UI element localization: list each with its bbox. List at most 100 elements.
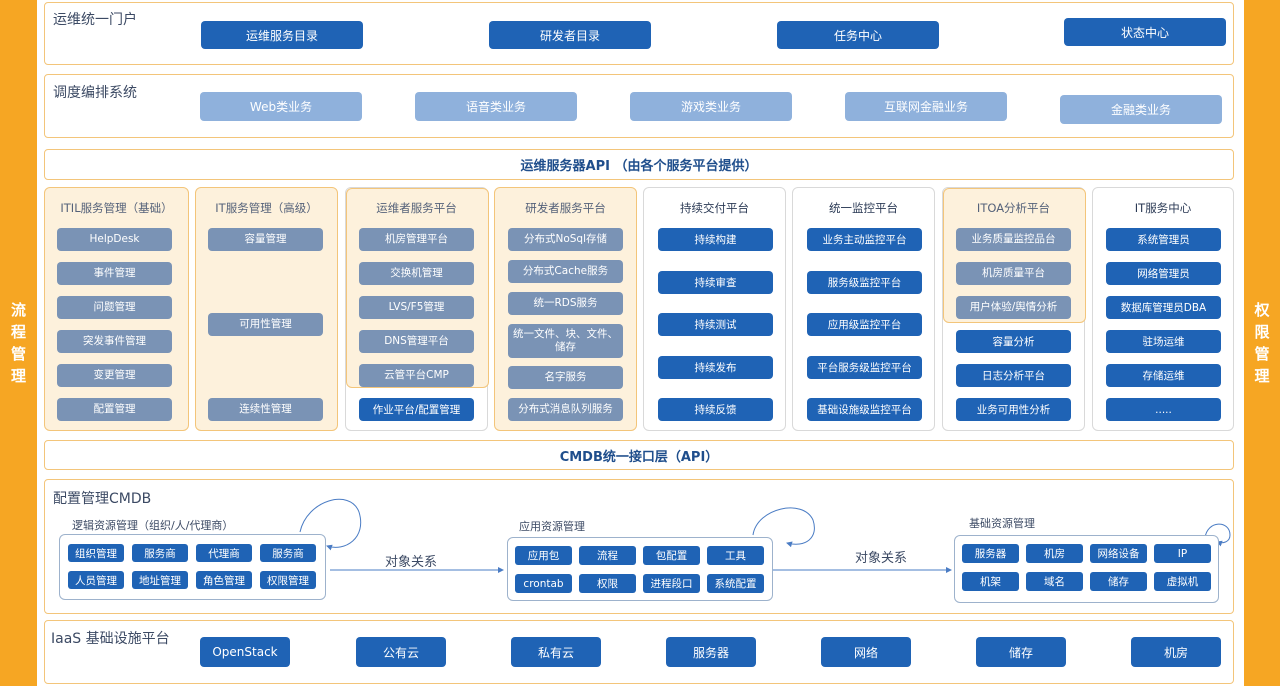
item-continuous-test[interactable]: 持续测试 — [658, 313, 773, 336]
item-nosql-storage[interactable]: 分布式NoSql存储 — [508, 228, 623, 251]
chip-personnel-management[interactable]: 人员管理 — [68, 571, 124, 589]
chip-service-provider[interactable]: 服务商 — [132, 544, 188, 562]
item-emergency-management[interactable]: 突发事件管理 — [57, 330, 172, 353]
portal-button-service-catalog[interactable]: 运维服务目录 — [201, 21, 363, 49]
item-availability-management[interactable]: 可用性管理 — [208, 313, 323, 336]
item-business-monitoring[interactable]: 业务主动监控平台 — [807, 228, 922, 251]
orchestration-button-internet-finance[interactable]: 互联网金融业务 — [845, 92, 1007, 121]
item-problem-management[interactable]: 问题管理 — [57, 296, 172, 319]
chip-network-device[interactable]: 网络设备 — [1090, 544, 1147, 563]
portal-title: 运维统一门户 — [53, 12, 137, 28]
logic-self-loop — [299, 498, 362, 551]
item-log-analysis[interactable]: 日志分析平台 — [956, 364, 1071, 387]
column-itil-basic: ITIL服务管理（基础） HelpDesk 事件管理 问题管理 突发事件管理 变… — [44, 187, 189, 431]
cmdb-title: 配置管理CMDB — [53, 491, 152, 507]
item-platform-monitoring[interactable]: 平台服务级监控平台 — [807, 356, 922, 379]
item-infra-monitoring[interactable]: 基础设施级监控平台 — [807, 398, 922, 421]
item-unified-storage[interactable]: 统一文件、块、文件、储存 — [508, 324, 623, 358]
chip-service-provider-2[interactable]: 服务商 — [260, 544, 316, 562]
chip-permission-management[interactable]: 权限管理 — [260, 571, 316, 589]
item-onsite-ops[interactable]: 驻场运维 — [1106, 330, 1221, 353]
orchestration-button-game[interactable]: 游戏类业务 — [630, 92, 792, 121]
item-storage-ops[interactable]: 存储运维 — [1106, 364, 1221, 387]
item-dns-platform[interactable]: DNS管理平台 — [359, 330, 474, 353]
orchestration-button-web[interactable]: Web类业务 — [200, 92, 362, 121]
item-continuity-management[interactable]: 连续性管理 — [208, 398, 323, 421]
item-rds-service[interactable]: 统一RDS服务 — [508, 292, 623, 315]
item-continuous-release[interactable]: 持续发布 — [658, 356, 773, 379]
app-self-loop — [752, 507, 815, 548]
item-service-monitoring[interactable]: 服务级监控平台 — [807, 271, 922, 294]
chip-process-flow[interactable]: 流程 — [579, 546, 636, 565]
portal-button-task-center[interactable]: 任务中心 — [777, 21, 939, 49]
chip-permissions[interactable]: 权限 — [579, 574, 636, 593]
item-user-experience[interactable]: 用户体验/舆情分析 — [956, 296, 1071, 319]
item-sysadmin[interactable]: 系统管理员 — [1106, 228, 1221, 251]
item-cache-service[interactable]: 分布式Cache服务 — [508, 260, 623, 283]
iaas-button-openstack[interactable]: OpenStack — [200, 637, 290, 667]
chip-tools[interactable]: 工具 — [707, 546, 764, 565]
item-helpdesk[interactable]: HelpDesk — [57, 228, 172, 251]
chip-rack[interactable]: 机架 — [962, 572, 1019, 591]
item-lvs-f5-management[interactable]: LVS/F5管理 — [359, 296, 474, 319]
iaas-button-private-cloud[interactable]: 私有云 — [511, 637, 601, 667]
item-datacenter-platform[interactable]: 机房管理平台 — [359, 228, 474, 251]
chip-server[interactable]: 服务器 — [962, 544, 1019, 563]
iaas-button-datacenter[interactable]: 机房 — [1131, 637, 1221, 667]
cmdb-row: 配置管理CMDB 逻辑资源管理（组织/人/代理商） 组织管理 服务商 代理商 服… — [44, 479, 1234, 614]
chip-datacenter[interactable]: 机房 — [1026, 544, 1083, 563]
chip-storage[interactable]: 储存 — [1090, 572, 1147, 591]
item-cloud-cmp[interactable]: 云管平台CMP — [359, 364, 474, 387]
chip-system-config[interactable]: 系统配置 — [707, 574, 764, 593]
iaas-button-public-cloud[interactable]: 公有云 — [356, 637, 446, 667]
chip-app-package[interactable]: 应用包 — [515, 546, 572, 565]
item-availability-analysis[interactable]: 业务可用性分析 — [956, 398, 1071, 421]
chip-package-config[interactable]: 包配置 — [643, 546, 700, 565]
chip-domain[interactable]: 域名 — [1026, 572, 1083, 591]
item-continuous-review[interactable]: 持续审查 — [658, 271, 773, 294]
chip-virtual-machine[interactable]: 虚拟机 — [1154, 572, 1211, 591]
column-it-advanced: IT服务管理（高级） 容量管理 可用性管理 连续性管理 — [195, 187, 338, 431]
item-netadmin[interactable]: 网络管理员 — [1106, 262, 1221, 285]
chip-agent[interactable]: 代理商 — [196, 544, 252, 562]
iaas-button-server[interactable]: 服务器 — [666, 637, 756, 667]
item-message-queue[interactable]: 分布式消息队列服务 — [508, 398, 623, 421]
column-dev-platform: 研发者服务平台 分布式NoSql存储 分布式Cache服务 统一RDS服务 统一… — [494, 187, 637, 431]
cmdb-api-bar: CMDB统一接口层（API） — [44, 440, 1234, 470]
chip-ip[interactable]: IP — [1154, 544, 1211, 563]
app-group: 应用包 流程 包配置 工具 crontab 权限 进程段口 系统配置 — [507, 537, 773, 601]
item-change-management[interactable]: 变更管理 — [57, 364, 172, 387]
iaas-row: IaaS 基础设施平台 OpenStack 公有云 私有云 服务器 网络 储存 … — [44, 620, 1234, 684]
item-business-quality[interactable]: 业务质量监控品台 — [956, 228, 1071, 251]
item-datacenter-quality[interactable]: 机房质量平台 — [956, 262, 1071, 285]
chip-crontab[interactable]: crontab — [515, 574, 572, 593]
item-capacity-management[interactable]: 容量管理 — [208, 228, 323, 251]
chip-org-management[interactable]: 组织管理 — [68, 544, 124, 562]
column-title: 运维者服务平台 — [376, 201, 457, 215]
item-continuous-feedback[interactable]: 持续反馈 — [658, 398, 773, 421]
item-more[interactable]: ..... — [1106, 398, 1221, 421]
ops-platform-highlight — [346, 188, 489, 388]
process-management-bar: 流程管理 — [0, 0, 37, 686]
ops-api-bar: 运维服务器API （由各个服务平台提供） — [44, 149, 1234, 180]
item-dba[interactable]: 数据库管理员DBA — [1106, 296, 1221, 319]
column-title: IT服务管理（高级） — [215, 201, 318, 215]
orchestration-button-finance[interactable]: 金融类业务 — [1060, 95, 1222, 124]
chip-process-port[interactable]: 进程段口 — [643, 574, 700, 593]
item-switch-management[interactable]: 交换机管理 — [359, 262, 474, 285]
item-configuration-management[interactable]: 配置管理 — [57, 398, 172, 421]
item-capacity-analysis[interactable]: 容量分析 — [956, 330, 1071, 353]
portal-button-developer-catalog[interactable]: 研发者目录 — [489, 21, 651, 49]
item-continuous-build[interactable]: 持续构建 — [658, 228, 773, 251]
item-app-monitoring[interactable]: 应用级监控平台 — [807, 313, 922, 336]
iaas-button-network[interactable]: 网络 — [821, 637, 911, 667]
item-job-config-platform[interactable]: 作业平台/配置管理 — [359, 398, 474, 421]
portal-button-status-center[interactable]: 状态中心 — [1064, 18, 1226, 46]
item-incident-management[interactable]: 事件管理 — [57, 262, 172, 285]
chip-role-management[interactable]: 角色管理 — [196, 571, 252, 589]
iaas-button-storage[interactable]: 储存 — [976, 637, 1066, 667]
iaas-title: IaaS 基础设施平台 — [51, 631, 170, 647]
orchestration-button-voice[interactable]: 语音类业务 — [415, 92, 577, 121]
item-naming-service[interactable]: 名字服务 — [508, 366, 623, 389]
chip-address-management[interactable]: 地址管理 — [132, 571, 188, 589]
